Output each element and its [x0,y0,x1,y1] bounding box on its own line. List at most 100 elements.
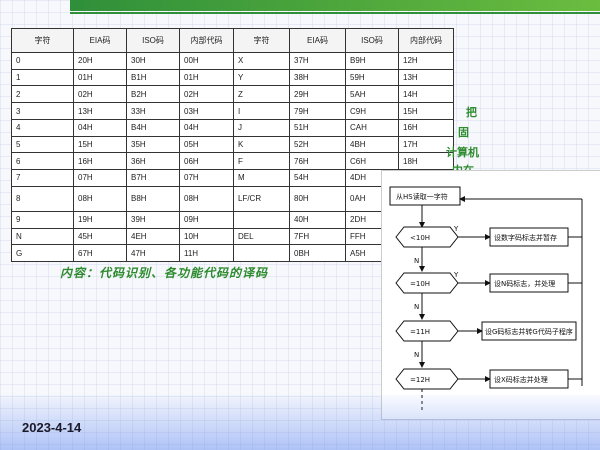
table-cell: 04H [179,118,234,137]
table-cell: 52H [289,135,346,154]
table-cell: 16H [398,118,454,137]
action-box [481,321,577,341]
no-label: N [414,303,419,311]
table-cell: 37H [289,52,346,70]
table-cell: 4EH [126,227,180,246]
table-cell: M [233,169,290,187]
action-label: 设数字码标志并暂存 [494,233,557,242]
table-cell: 11H [179,244,234,262]
table-cell: 20H [73,52,127,70]
table-cell: 5AH [345,85,399,104]
yes-label: Y [453,271,459,279]
column-header: 字符 [233,28,290,53]
table-cell: 19H [73,210,127,229]
top-accent-bar [70,0,600,11]
column-header: ISO码 [126,28,180,53]
table-cell [233,210,290,229]
table-cell: I [233,102,290,120]
table-cell: 29H [289,85,346,104]
yes-label: Y [453,225,459,233]
table-cell: 7FH [289,227,346,246]
decision-label: =12H [410,376,430,384]
no-label: N [414,257,419,265]
table-cell: Y [233,68,290,87]
table-cell: 51H [289,118,346,137]
slide-date: 2023-4-14 [22,420,82,435]
table-cell: F [233,152,290,171]
table-cell: DEL [233,227,290,246]
column-header: ISO码 [345,28,399,53]
table-cell: 7 [11,169,74,187]
action-label: 设N码标志，并处理 [494,279,555,288]
table-cell: 4 [11,118,74,137]
table-cell: 80H [289,185,346,212]
column-header: EIA码 [289,28,346,53]
table-cell: G [11,244,74,262]
column-header: EIA码 [73,28,127,53]
table-cell: 09H [179,210,234,229]
table-cell: 14H [398,85,454,104]
table-cell: 45H [73,227,127,246]
table-cell: 33H [126,102,180,120]
table-cell: LF/CR [233,185,290,212]
table-cell: 35H [126,135,180,154]
table-cell: 08H [73,185,127,212]
table-cell: 47H [126,244,180,262]
table-cell: 02H [73,85,127,104]
table-cell: 54H [289,169,346,187]
text-fragment: 计算机 [446,146,479,159]
table-cell: 59H [345,68,399,87]
table-cell: 79H [289,102,346,120]
table-cell: 39H [126,210,180,229]
table-cell: 10H [179,227,234,246]
table-cell: 04H [73,118,127,137]
table-cell: 67H [73,244,127,262]
table-cell: X [233,52,290,70]
table-cell: 12H [398,52,454,70]
table-cell: 18H [398,152,454,171]
column-header: 内部代码 [398,28,454,53]
table-cell: 16H [73,152,127,171]
decision-label: =11H [410,328,430,336]
table-cell: CAH [345,118,399,137]
table-cell: B4H [126,118,180,137]
table-cell [233,244,290,262]
table-cell: 07H [73,169,127,187]
table-cell: 01H [179,68,234,87]
content-caption: 内容：代码识别、各功能代码的译码 [60,266,269,280]
table-cell: 15H [73,135,127,154]
table-cell: 6 [11,152,74,171]
text-fragment: 固 [458,126,469,139]
table-cell: 76H [289,152,346,171]
table-cell: 00H [179,52,234,70]
table-cell: B8H [126,185,180,212]
table-cell: N [11,227,74,246]
table-cell: 3 [11,102,74,120]
table-cell: 13H [398,68,454,87]
start-box-label: 从HS读取一字符 [396,192,448,201]
decision-label: =10H [410,280,430,288]
table-cell: 08H [179,185,234,212]
table-cell: J [233,118,290,137]
table-cell: 15H [398,102,454,120]
table-cell: B9H [345,52,399,70]
table-cell: 30H [126,52,180,70]
column-header: 内部代码 [179,28,234,53]
bottom-gradient-band [0,395,600,450]
flowchart-diagram: 从HS读取一字符 <10H Y 设数字码标志并暂存 N =10H Y 设N码标志… [389,186,583,413]
table-cell: B1H [126,68,180,87]
table-cell: 01H [73,68,127,87]
table-cell: 05H [179,135,234,154]
table-cell: 40H [289,210,346,229]
table-cell: 38H [289,68,346,87]
table-cell: 2 [11,85,74,104]
table-cell: Z [233,85,290,104]
table-cell: B2H [126,85,180,104]
table-cell: C9H [345,102,399,120]
